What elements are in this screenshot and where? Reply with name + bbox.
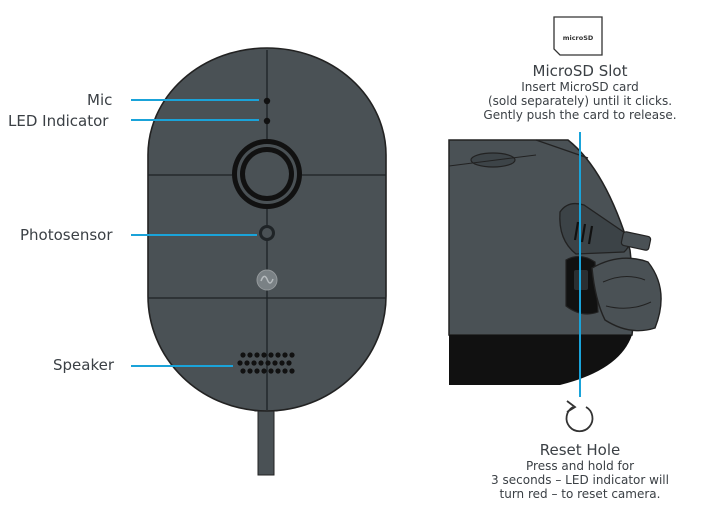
- led-indicator: [263, 117, 271, 125]
- speaker-hole: [286, 360, 292, 366]
- speaker-hole: [240, 368, 246, 374]
- reset-desc-line-1: Press and hold for: [526, 459, 634, 473]
- microsd-desc-line-3: Gently push the card to release.: [483, 108, 677, 122]
- brand-logo-icon: [256, 269, 278, 291]
- microsd-card-icon: microSD: [553, 16, 603, 56]
- speaker-hole: [237, 360, 243, 366]
- speaker-hole: [268, 368, 274, 374]
- callout-lines: [131, 99, 581, 397]
- speaker-hole: [275, 352, 281, 358]
- speaker-grille: [237, 352, 295, 374]
- speaker-hole: [251, 360, 257, 366]
- speaker-hole: [247, 368, 253, 374]
- reset-title: Reset Hole: [539, 441, 621, 459]
- microsd-title: MicroSD Slot: [532, 62, 628, 80]
- speaker-hole: [268, 352, 274, 358]
- camera-front: [147, 47, 387, 476]
- speaker-hole: [289, 368, 295, 374]
- speaker-hole: [258, 360, 264, 366]
- camera-side: [448, 139, 662, 385]
- speaker-hole: [289, 352, 295, 358]
- photosensor-label: Photosensor: [20, 226, 113, 244]
- reset-arrow-icon: [565, 400, 594, 433]
- speaker-hole: [240, 352, 246, 358]
- reset-desc-line-3: turn red – to reset camera.: [499, 487, 661, 501]
- mic-hole: [263, 97, 271, 105]
- speaker-hole: [244, 360, 250, 366]
- microsd-desc-line-1: Insert MicroSD card: [521, 80, 639, 94]
- microsd-slot: [565, 255, 662, 332]
- reset-info: Reset Hole Press and hold for 3 seconds …: [455, 441, 703, 501]
- mic-label: Mic: [87, 91, 113, 109]
- microsd-desc-line-2: (sold separately) until it clicks.: [487, 94, 673, 108]
- led-indicator-label: LED Indicator: [8, 112, 109, 130]
- speaker-label: Speaker: [53, 356, 115, 374]
- microsd-card-text: microSD: [563, 34, 594, 42]
- lens: [232, 139, 302, 209]
- reset-desc-line-2: 3 seconds – LED indicator will: [491, 473, 669, 487]
- microsd-info: MicroSD Slot Insert MicroSD card (sold s…: [455, 62, 703, 122]
- speaker-hole: [265, 360, 271, 366]
- speaker-hole: [254, 352, 260, 358]
- speaker-hole: [282, 368, 288, 374]
- side-base-ring: [449, 335, 632, 385]
- speaker-hole: [279, 360, 285, 366]
- speaker-hole: [261, 368, 267, 374]
- slot-cover: [591, 257, 662, 332]
- speaker-hole: [282, 352, 288, 358]
- speaker-hole: [272, 360, 278, 366]
- speaker-hole: [254, 368, 260, 374]
- speaker-hole: [261, 352, 267, 358]
- side-connector: [559, 202, 652, 255]
- speaker-hole: [275, 368, 281, 374]
- speaker-hole: [247, 352, 253, 358]
